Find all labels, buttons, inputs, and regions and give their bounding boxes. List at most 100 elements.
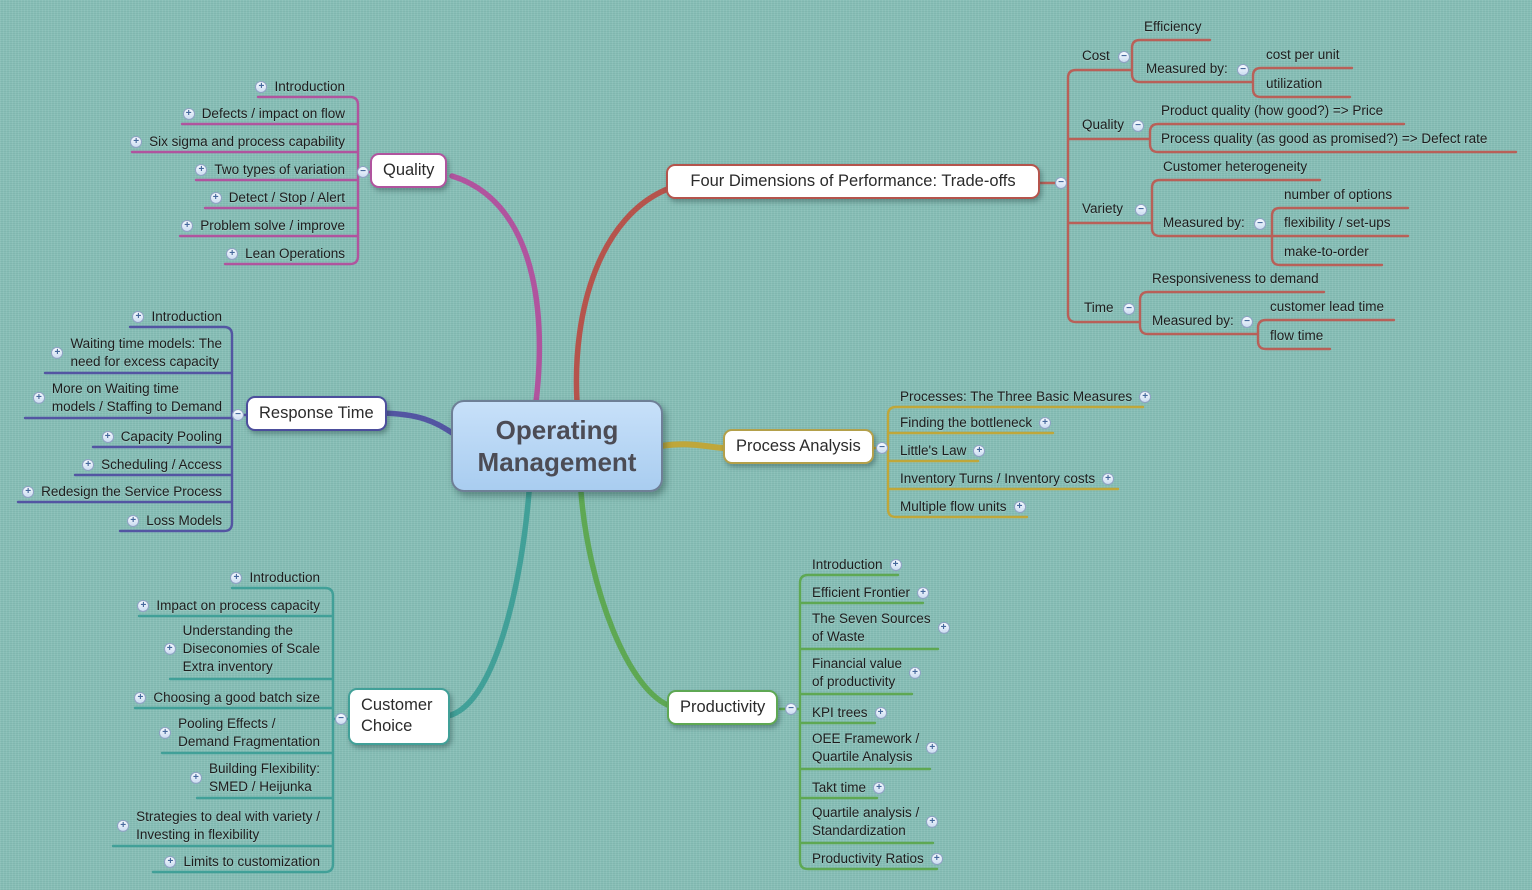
mindmap-child-node[interactable]: Customer heterogeneity — [1163, 159, 1308, 174]
mindmap-child-node[interactable]: +Impact on process capacity — [137, 597, 320, 615]
mindmap-child-node[interactable]: OEE Framework / Quartile Analysis+ — [812, 730, 939, 766]
expand-icon[interactable]: + — [1139, 390, 1152, 403]
expand-icon[interactable]: + — [32, 392, 45, 404]
collapse-icon[interactable]: − — [785, 703, 797, 715]
expand-icon[interactable]: + — [1039, 416, 1052, 429]
expand-icon[interactable]: + — [137, 599, 150, 612]
expand-icon[interactable]: + — [1013, 500, 1026, 513]
topic-process-analysis[interactable]: Process Analysis — [723, 429, 874, 465]
mindmap-child-node[interactable]: cost per unit — [1266, 47, 1340, 62]
mindmap-child-node[interactable]: +Strategies to deal with variety / Inves… — [117, 808, 320, 844]
mindmap-child-node[interactable]: Cost — [1082, 48, 1110, 63]
expand-icon[interactable]: + — [82, 458, 95, 471]
expand-icon[interactable]: + — [51, 347, 64, 359]
mindmap-child-node[interactable]: +Limits to customization — [164, 853, 320, 871]
mindmap-child-node[interactable]: Variety — [1082, 201, 1124, 216]
mindmap-child-node[interactable]: +Six sigma and process capability — [130, 133, 345, 151]
mindmap-child-node[interactable]: +Choosing a good batch size — [134, 689, 320, 707]
mindmap-child-node[interactable]: KPI trees+ — [812, 704, 887, 722]
center-node[interactable]: Operating Management — [451, 400, 663, 492]
collapse-icon[interactable]: − — [357, 166, 369, 178]
mindmap-child-node[interactable]: flexibility / set-ups — [1284, 215, 1391, 230]
mindmap-child-node[interactable]: Inventory Turns / Inventory costs+ — [900, 470, 1115, 488]
expand-icon[interactable]: + — [926, 816, 939, 828]
mindmap-child-node[interactable]: Financial value of productivity+ — [812, 655, 922, 691]
expand-icon[interactable]: + — [917, 586, 930, 599]
expand-icon[interactable]: + — [195, 163, 208, 176]
mindmap-child-node[interactable]: The Seven Sources of Waste+ — [812, 610, 950, 646]
collapse-icon[interactable]: − — [1055, 177, 1067, 189]
mindmap-child-node[interactable]: +Loss Models — [127, 512, 222, 530]
mindmap-child-node[interactable]: +Waiting time models: The need for exces… — [51, 335, 222, 371]
expand-icon[interactable]: + — [134, 691, 147, 704]
collapse-icon[interactable]: − — [1241, 316, 1253, 328]
mindmap-child-node[interactable]: Product quality (how good?) => Price — [1161, 103, 1384, 118]
mindmap-child-node[interactable]: Measured by: — [1163, 215, 1245, 230]
mindmap-child-node[interactable]: +Understanding the Diseconomies of Scale… — [163, 622, 320, 676]
mindmap-child-node[interactable]: Responsiveness to demand — [1152, 271, 1319, 286]
collapse-icon[interactable]: − — [1254, 218, 1266, 230]
collapse-icon[interactable]: − — [335, 713, 347, 725]
mindmap-child-node[interactable]: make-to-order — [1284, 244, 1369, 259]
expand-icon[interactable]: + — [1102, 472, 1115, 485]
expand-icon[interactable]: + — [930, 852, 943, 865]
mindmap-child-node[interactable]: Time — [1084, 300, 1114, 315]
expand-icon[interactable]: + — [909, 667, 922, 679]
collapse-icon[interactable]: − — [1118, 51, 1130, 63]
mindmap-child-node[interactable]: +Lean Operations — [226, 245, 345, 263]
mindmap-child-node[interactable]: Processes: The Three Basic Measures+ — [900, 388, 1152, 406]
mindmap-child-node[interactable]: +Pooling Effects / Demand Fragmentation — [159, 715, 320, 751]
expand-icon[interactable]: + — [874, 706, 887, 719]
mindmap-child-node[interactable]: +Two types of variation — [195, 161, 345, 179]
expand-icon[interactable]: + — [117, 820, 130, 832]
expand-icon[interactable]: + — [926, 742, 939, 754]
mindmap-child-node[interactable]: Quartile analysis / Standardization+ — [812, 804, 939, 840]
mindmap-child-node[interactable]: Process quality (as good as promised?) =… — [1161, 131, 1488, 146]
mindmap-child-node[interactable]: Efficient Frontier+ — [812, 584, 930, 602]
expand-icon[interactable]: + — [163, 642, 176, 655]
mindmap-child-node[interactable]: number of options — [1284, 187, 1393, 202]
mindmap-child-node[interactable]: +Redesign the Service Process — [22, 483, 222, 501]
mindmap-child-node[interactable]: Measured by: — [1152, 313, 1234, 328]
mindmap-child-node[interactable]: Introduction+ — [812, 556, 902, 574]
mindmap-child-node[interactable]: +Capacity Pooling — [101, 428, 222, 446]
expand-icon[interactable]: + — [255, 80, 268, 93]
collapse-icon[interactable]: − — [1123, 303, 1135, 315]
mindmap-child-node[interactable]: Productivity Ratios+ — [812, 850, 943, 868]
mindmap-child-node[interactable]: Efficiency — [1144, 19, 1202, 34]
expand-icon[interactable]: + — [127, 514, 140, 527]
collapse-icon[interactable]: − — [876, 442, 888, 454]
mindmap-child-node[interactable]: +Scheduling / Access — [82, 456, 222, 474]
topic-quality[interactable]: Quality — [370, 153, 448, 189]
mindmap-child-node[interactable]: +Introduction — [255, 78, 345, 96]
expand-icon[interactable]: + — [226, 247, 239, 260]
mindmap-child-node[interactable]: Quality — [1082, 117, 1125, 132]
expand-icon[interactable]: + — [209, 191, 222, 204]
expand-icon[interactable]: + — [101, 430, 114, 443]
topic-response-time[interactable]: Response Time — [246, 396, 387, 432]
mindmap-child-node[interactable]: Takt time+ — [812, 779, 886, 797]
collapse-icon[interactable]: − — [1237, 64, 1249, 76]
mindmap-child-node[interactable]: +Building Flexibility: SMED / Heijunka — [189, 760, 320, 796]
mindmap-child-node[interactable]: Little's Law+ — [900, 442, 986, 460]
mindmap-child-node[interactable]: +Detect / Stop / Alert — [209, 189, 345, 207]
collapse-icon[interactable]: − — [1132, 120, 1144, 132]
mindmap-child-node[interactable]: +Defects / impact on flow — [182, 105, 345, 123]
mindmap-child-node[interactable]: Measured by: — [1146, 61, 1228, 76]
expand-icon[interactable]: + — [181, 219, 194, 232]
mindmap-child-node[interactable]: +Introduction — [132, 308, 222, 326]
collapse-icon[interactable]: − — [232, 409, 244, 421]
expand-icon[interactable]: + — [189, 772, 202, 784]
mindmap-child-node[interactable]: +More on Waiting time models / Staffing … — [32, 380, 222, 416]
mindmap-child-node[interactable]: +Introduction — [230, 569, 320, 587]
expand-icon[interactable]: + — [132, 310, 145, 323]
expand-icon[interactable]: + — [973, 444, 986, 457]
mindmap-child-node[interactable]: Multiple flow units+ — [900, 498, 1026, 516]
mindmap-child-node[interactable]: +Problem solve / improve — [181, 217, 345, 235]
mindmap-child-node[interactable]: Finding the bottleneck+ — [900, 414, 1052, 432]
expand-icon[interactable]: + — [182, 107, 195, 120]
mindmap-child-node[interactable]: customer lead time — [1270, 299, 1385, 314]
expand-icon[interactable]: + — [889, 558, 902, 571]
topic-productivity[interactable]: Productivity — [667, 690, 779, 726]
mindmap-child-node[interactable]: utilization — [1266, 76, 1323, 91]
